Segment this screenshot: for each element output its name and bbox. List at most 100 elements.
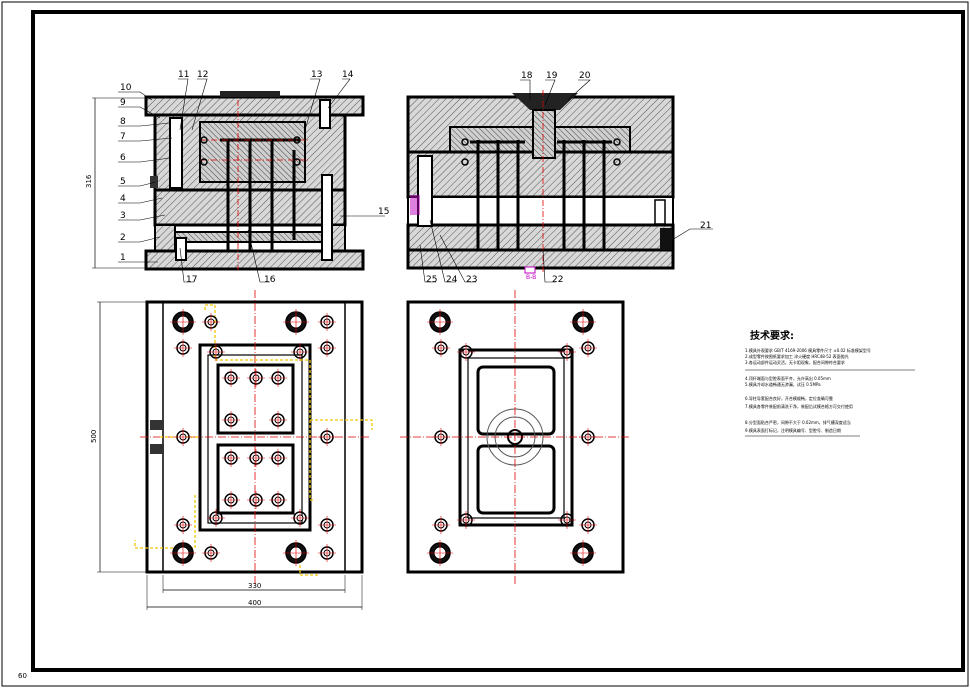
screw-14 xyxy=(319,99,331,129)
part-number: 4 xyxy=(120,194,126,204)
screw-hole xyxy=(269,411,287,429)
part-number: 23 xyxy=(466,275,477,285)
screw-hole xyxy=(579,516,597,534)
screw-hole xyxy=(318,516,336,534)
part-number: 15 xyxy=(378,207,389,217)
part-number: 9 xyxy=(120,98,126,108)
guide-bolt-hole xyxy=(427,540,453,566)
right-part-numbers: 18 19 20 21 22 23 24 25 B-B xyxy=(426,71,711,285)
guide-bolt-hole xyxy=(427,309,453,335)
bottom-plate-right xyxy=(406,248,675,270)
plan-dimensions: 500 330 400 xyxy=(90,301,363,610)
screw-hole xyxy=(174,428,192,446)
right-section-view xyxy=(406,90,675,274)
ejector-space xyxy=(407,196,674,226)
part-number: 21 xyxy=(700,221,711,231)
part-number: 14 xyxy=(342,70,354,80)
screw-hole xyxy=(247,369,265,387)
svg-text:8.分型面贴合严密，间隙不大于 0.02mm，排气槽深度适当: 8.分型面贴合严密，间隙不大于 0.02mm，排气槽深度适当 xyxy=(745,419,851,425)
guide-bolt-hole xyxy=(170,540,196,566)
left-plan-view xyxy=(134,290,373,585)
screw-hole xyxy=(222,491,240,509)
screw-hole xyxy=(202,313,220,331)
part-number: 13 xyxy=(311,70,322,80)
part-number: 18 xyxy=(521,71,533,81)
part-number: 20 xyxy=(579,71,591,81)
part-number: 25 xyxy=(426,275,437,285)
screw-hole xyxy=(432,428,450,446)
dim-500: 500 xyxy=(90,430,98,443)
dimension-height-side: 3 1 6 xyxy=(85,97,146,269)
svg-text:1.模具外观要求 GB/T 4169-2006 模具零件尺寸: 1.模具外观要求 GB/T 4169-2006 模具零件尺寸 ±0.02 标准模… xyxy=(745,347,871,353)
part-number: 22 xyxy=(552,275,563,285)
svg-text:5.模具冷却水道畅通无渗漏，试压 0.5MPa: 5.模具冷却水道畅通无渗漏，试压 0.5MPa xyxy=(745,381,821,387)
svg-text:4.顶杆端面与型腔表面平齐，允许高出 0.05mm: 4.顶杆端面与型腔表面平齐，允许高出 0.05mm xyxy=(745,375,831,381)
screw-hole xyxy=(318,544,336,562)
part-number: 16 xyxy=(264,275,276,285)
part-number: 11 xyxy=(178,70,189,80)
left-section-view xyxy=(144,91,365,271)
water-fitting xyxy=(150,176,158,188)
corner-label: 60 xyxy=(18,672,27,680)
screw-hole xyxy=(579,339,597,357)
guide-bolt-hole xyxy=(283,309,309,335)
part-number: 5 xyxy=(120,177,126,187)
screw-hole xyxy=(318,428,336,446)
screw-hole xyxy=(432,516,450,534)
screw-hole xyxy=(207,343,225,361)
screw-hole xyxy=(457,343,475,361)
part-number: 12 xyxy=(197,70,208,80)
guide-bolt-hole xyxy=(570,540,596,566)
guide-bolt-hole xyxy=(170,309,196,335)
technical-requirements: 技术要求: 1.模具外观要求 GB/T 4169-2006 模具零件尺寸 ±0.… xyxy=(745,329,915,437)
screw-hole xyxy=(558,511,576,529)
screw-hole xyxy=(222,449,240,467)
part-number: 24 xyxy=(446,275,458,285)
right-part-leaders xyxy=(419,79,713,283)
left-part-numbers: 1 2 3 4 5 6 7 8 9 10 11 12 13 14 15 17 1… xyxy=(120,70,389,285)
part-number: 19 xyxy=(546,71,558,81)
part-number: 1 xyxy=(120,253,126,263)
screw-hole xyxy=(247,491,265,509)
part-number: 6 xyxy=(120,153,126,163)
screw-hole xyxy=(318,313,336,331)
svg-text:2.成型零件按图纸要求加工 淬火硬度 HRC48-52 表面: 2.成型零件按图纸要求加工 淬火硬度 HRC48-52 表面抛光 xyxy=(745,353,849,359)
spacer-left xyxy=(154,224,176,252)
dim-316: 316 xyxy=(85,174,93,188)
screw-hole xyxy=(174,339,192,357)
svg-text:7.模具各零件装配前清洗干净，装配后试模合格方可交付使用: 7.模具各零件装配前清洗干净，装配后试模合格方可交付使用 xyxy=(745,403,853,409)
screw-hole xyxy=(457,511,475,529)
part-number: 7 xyxy=(120,132,126,142)
screw-hole xyxy=(222,369,240,387)
screw-hole xyxy=(269,369,287,387)
sprue-bushing xyxy=(512,93,578,110)
screw-hole xyxy=(291,509,309,527)
screw-hole xyxy=(174,516,192,534)
dim-400: 400 xyxy=(248,599,261,607)
screw-hole xyxy=(202,544,220,562)
guide-bolt-hole xyxy=(570,309,596,335)
screw-hole xyxy=(269,491,287,509)
screw-hole xyxy=(558,343,576,361)
screw-hole xyxy=(207,509,225,527)
drawing-frame xyxy=(31,10,965,672)
screw-hole xyxy=(269,449,287,467)
cavity-insert xyxy=(199,121,306,183)
screw-hole xyxy=(318,339,336,357)
guide-bolt-hole xyxy=(283,540,309,566)
svg-text:3.各运动部件运动灵活，无卡阻现象，配合间隙符合要求: 3.各运动部件运动灵活，无卡阻现象，配合间隙符合要求 xyxy=(745,359,845,365)
left-part-leaders xyxy=(118,78,385,283)
locating-ring xyxy=(220,91,280,97)
part-number: 2 xyxy=(120,233,126,243)
svg-text:9.模具表面打标记，注明模具编号、型腔号、制造日期: 9.模具表面打标记，注明模具编号、型腔号、制造日期 xyxy=(745,427,841,433)
tech-req-title: 技术要求: xyxy=(750,329,794,342)
part-number: 8 xyxy=(120,117,126,127)
screw-hole xyxy=(291,343,309,361)
dim-330: 330 xyxy=(248,582,261,590)
part-number: 3 xyxy=(120,211,126,221)
screw-hole xyxy=(579,428,597,446)
screw-hole xyxy=(432,339,450,357)
support-plate xyxy=(406,223,675,252)
